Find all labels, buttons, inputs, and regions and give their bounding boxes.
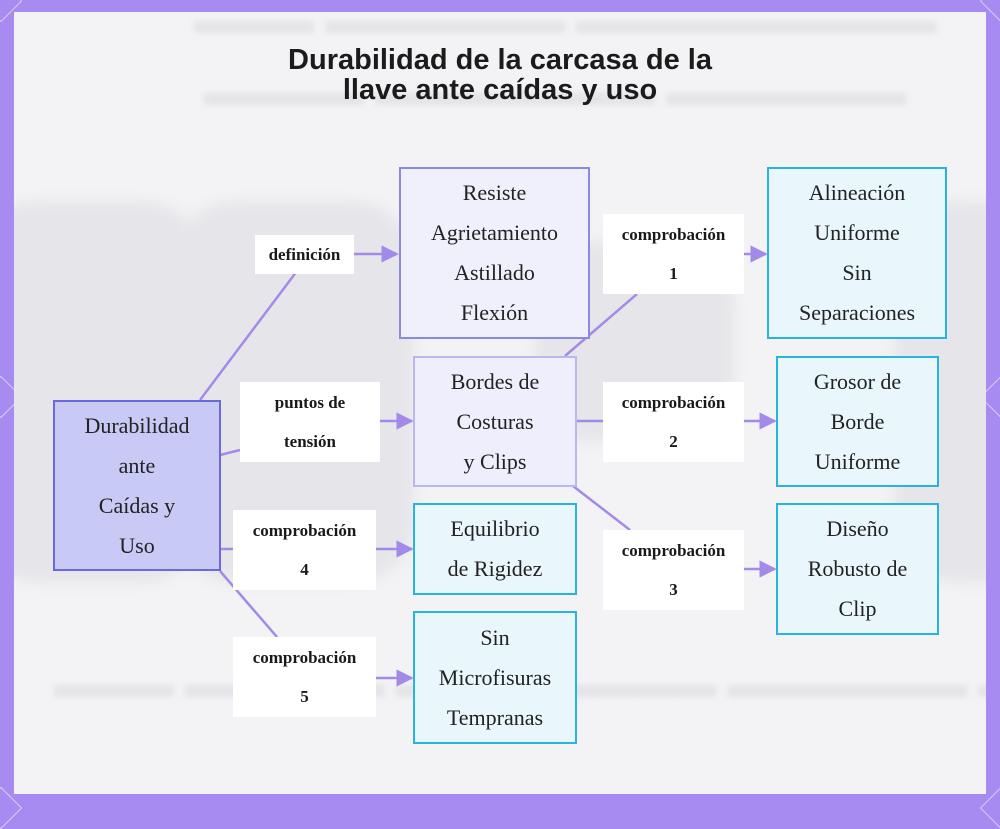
edge-label-text: 2 <box>669 432 678 451</box>
edge-label-comprobacion-3: comprobación 3 <box>603 530 744 610</box>
edge-label-text: comprobación <box>621 393 726 412</box>
node-text: Separaciones <box>798 300 916 325</box>
edge-label-text: comprobación <box>252 648 357 667</box>
node-text: de Rigidez <box>447 556 543 581</box>
node-text: y Clips <box>463 448 527 474</box>
edge-label-definicion: definición <box>255 235 354 274</box>
edge-label-text: comprobación <box>621 541 726 560</box>
node-text: Sin <box>842 260 872 285</box>
node-text: Caídas y <box>98 492 176 518</box>
node-text: Bordes de <box>450 368 540 394</box>
edge-label-comprobacion-5: comprobación 5 <box>233 637 376 717</box>
node-text: Borde <box>830 408 885 434</box>
node-no-microcracks: Sin Microfisuras Tempranas <box>413 611 577 744</box>
diagram-title: Durabilidad de la carcasa de la llave an… <box>0 45 1000 105</box>
node-uniform-alignment: Alineación Uniforme Sin Separaciones <box>767 167 947 339</box>
node-edges-clips: Bordes de Costuras y Clips <box>413 356 577 487</box>
node-root-durability: Durabilidad ante Caídas y Uso <box>53 400 221 571</box>
edge-label-comprobacion-2: comprobación 2 <box>603 382 744 462</box>
edge-label-text: comprobación <box>621 225 726 244</box>
edge-root-to-microcracks <box>219 570 278 638</box>
node-text: Microfisuras <box>438 664 552 690</box>
node-text: Astillado <box>454 260 535 285</box>
node-text: Agrietamiento <box>430 220 559 245</box>
edge-label-comprobacion-1: comprobación 1 <box>603 214 744 294</box>
edge-label-puntos-de-tension: puntos de tensión <box>240 382 380 462</box>
node-text: Clip <box>838 596 877 621</box>
node-robust-clip-design: Diseño Robusto de Clip <box>776 503 939 635</box>
node-text: Durabilidad <box>84 412 190 438</box>
node-text: Uniforme <box>814 220 900 245</box>
node-text: Costuras <box>456 408 534 434</box>
node-text: Diseño <box>826 516 889 541</box>
edge-label-text: definición <box>268 245 341 264</box>
edge-label-text: puntos de <box>274 393 346 412</box>
title-line-1: Durabilidad de la carcasa de la <box>288 44 712 76</box>
diagram-edges <box>199 245 777 687</box>
node-text: Tempranas <box>446 704 544 730</box>
node-text: Uniforme <box>814 448 901 474</box>
edge-label-text: 3 <box>669 580 678 599</box>
background-blurred-text: ▬▬▬▬ ▬▬▬▬▬▬▬ ▬▬▬▬▬▬ <box>204 70 907 114</box>
node-text: Resiste <box>462 180 527 205</box>
edge-root-to-bordes <box>219 448 241 457</box>
edge-label-comprobacion-4: comprobación 4 <box>233 510 376 590</box>
node-text: Uso <box>119 532 155 558</box>
edge-label-text: 4 <box>300 560 309 579</box>
edge-root-to-definition <box>199 270 298 401</box>
node-edge-thickness: Grosor de Borde Uniforme <box>776 356 939 487</box>
node-text: Sin <box>480 624 510 650</box>
edge-bordes-to-c3 <box>572 485 631 531</box>
edge-label-text: 1 <box>669 264 678 283</box>
node-definition: Resiste Agrietamiento Astillado Flexión <box>399 167 590 339</box>
node-text: Robusto de <box>807 556 908 581</box>
node-text: Equilibrio <box>450 516 540 541</box>
background-blurred-text: ▬▬▬ ▬▬▬▬▬▬ ▬▬▬▬▬▬▬▬▬ <box>194 12 937 42</box>
node-text: ante <box>118 452 156 478</box>
edge-label-text: tensión <box>284 432 336 451</box>
title-line-2: llave ante caídas y uso <box>342 74 658 106</box>
node-text: Flexión <box>460 300 529 325</box>
node-text: Grosor de <box>813 368 902 394</box>
node-text: Alineación <box>808 180 906 205</box>
edge-label-text: comprobación <box>252 521 357 540</box>
edge-label-text: 5 <box>300 687 309 706</box>
edge-bordes-to-c1 <box>564 293 638 357</box>
node-stiffness-balance: Equilibrio de Rigidez <box>413 503 577 595</box>
